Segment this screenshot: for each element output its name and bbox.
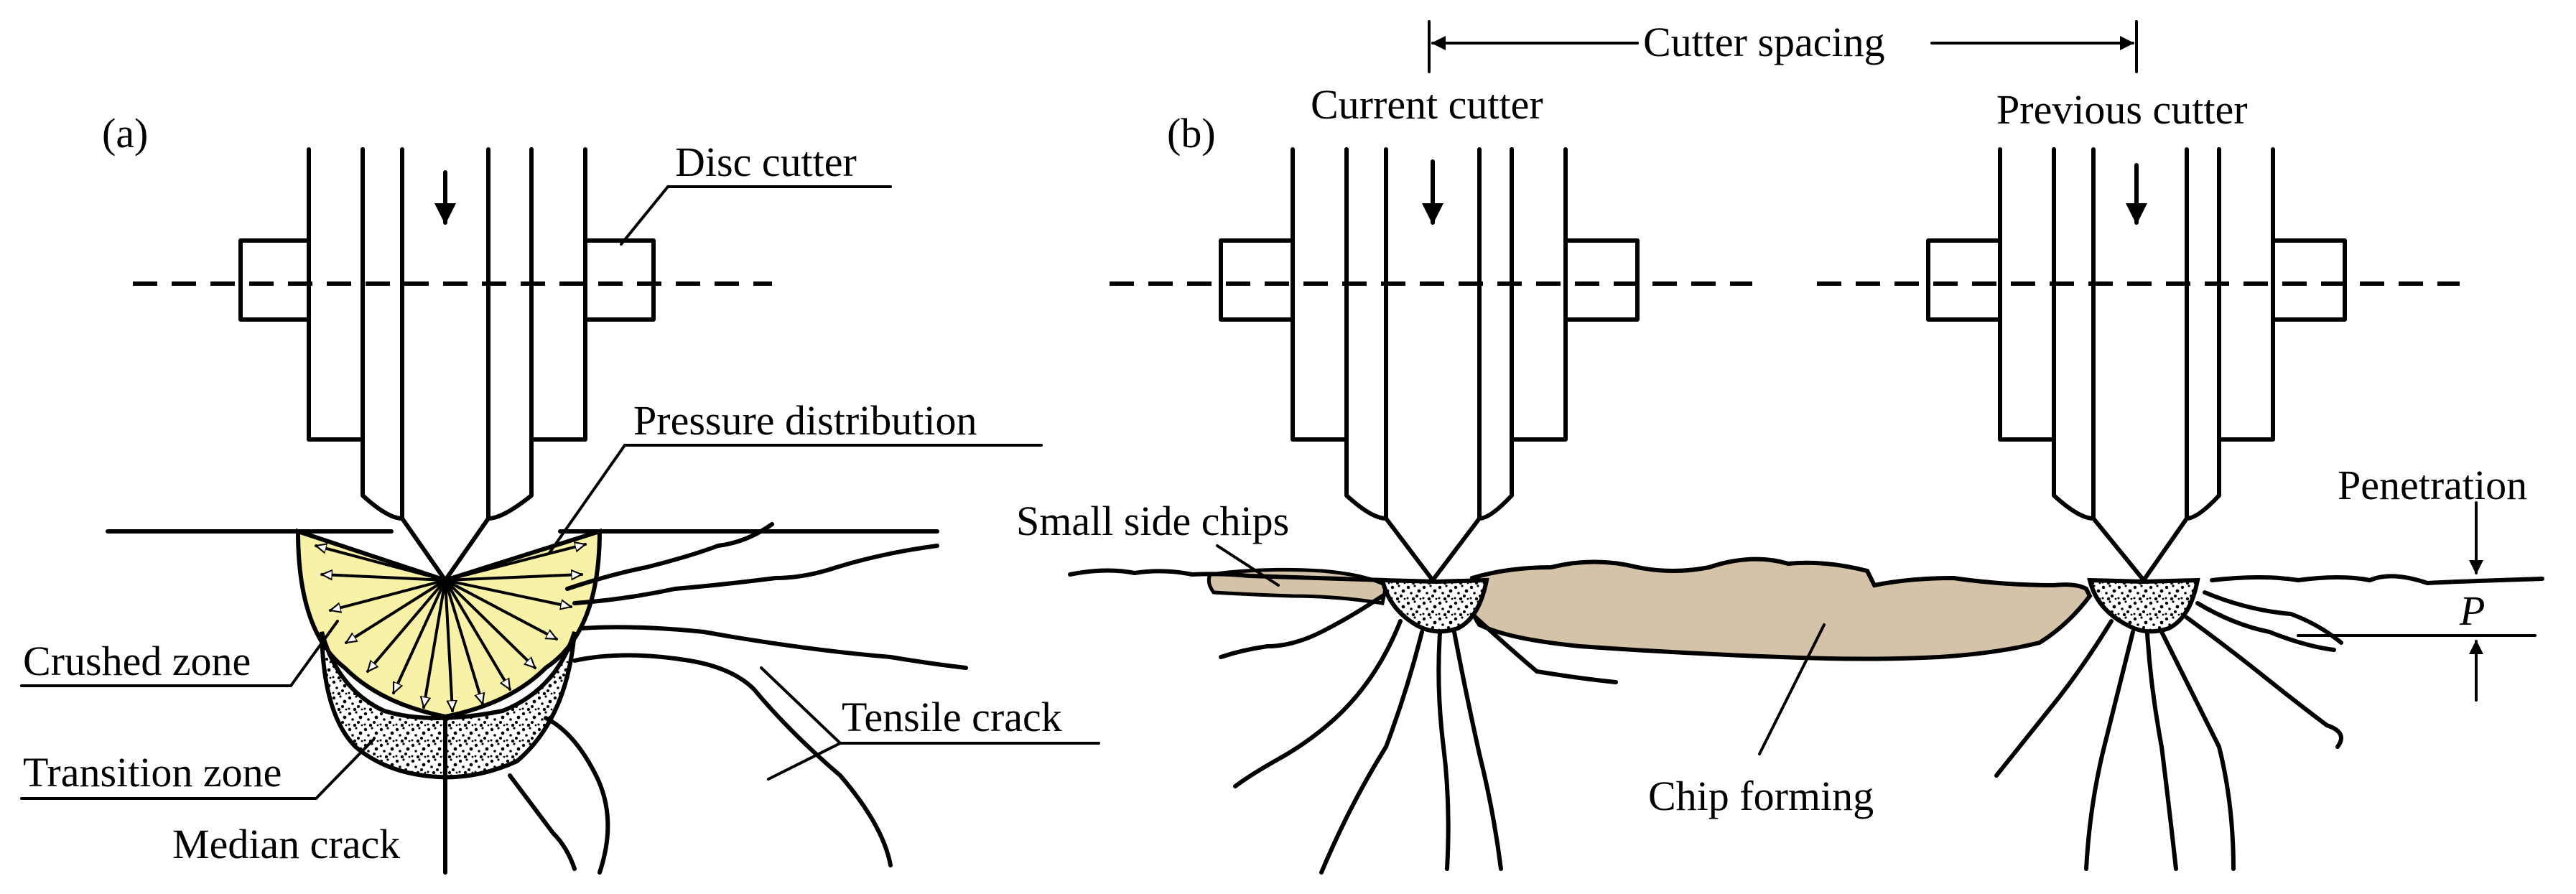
crush-zone-current: [1380, 577, 1489, 634]
cracks-a: [443, 522, 968, 875]
label-disc-cutter: Disc cutter: [675, 139, 857, 185]
label-p-symbol: P: [2459, 587, 2485, 634]
leader-crushed: [289, 620, 339, 687]
current-cutter: [1110, 147, 1752, 582]
label-penetration: Penetration: [2338, 462, 2527, 508]
leader-chip-forming: [1758, 623, 1826, 755]
label-chip-forming: Chip forming: [1648, 773, 1874, 819]
label-small-side-chips: Small side chips: [1016, 498, 1289, 544]
disc-cutter-a: [133, 147, 772, 582]
label-cutter-spacing: Cutter spacing: [1643, 19, 1885, 65]
leader-tensile-2: [767, 742, 842, 781]
chip-forming-region: [1467, 557, 2093, 661]
leader-disc-cutter: [620, 185, 669, 246]
label-previous-cutter: Previous cutter: [1996, 86, 2248, 133]
cutter-spacing-dimension: Cutter spacing: [1428, 19, 2138, 73]
leader-tensile-1: [760, 666, 842, 745]
labels-a: Disc cutter Pressure distribution Crushe…: [20, 139, 1100, 867]
panel-b: (b) Cutter spacing Current cutter Previo…: [1016, 19, 2544, 875]
rock-surface-b-left: [1068, 568, 1388, 582]
label-transition-zone: Transition zone: [23, 749, 282, 796]
crush-zone-previous: [2087, 577, 2200, 634]
label-median-crack: Median crack: [172, 821, 400, 867]
panel-b-label: (b): [1167, 110, 1216, 157]
label-pressure-distribution: Pressure distribution: [633, 397, 977, 444]
pressure-arrows: [316, 544, 585, 712]
cracks-current: [1219, 594, 1618, 875]
panel-a: (a): [20, 110, 1100, 875]
label-tensile-crack: Tensile crack: [842, 694, 1062, 740]
label-crushed-zone: Crushed zone: [23, 638, 251, 684]
penetration-marker: Penetration P: [2297, 462, 2537, 702]
label-current-cutter: Current cutter: [1311, 81, 1543, 128]
labels-b: Small side chips Chip forming: [1016, 498, 1874, 819]
leader-transition: [315, 738, 375, 800]
panel-a-label: (a): [102, 110, 148, 157]
previous-cutter: [1817, 147, 2460, 582]
leader-small-side-chips: [1216, 544, 1280, 587]
transition-zone-fill: [320, 631, 577, 780]
cracks-previous: [1994, 590, 2343, 871]
leader-pressure: [548, 444, 626, 554]
rock-surface-b-right: [2210, 574, 2544, 585]
